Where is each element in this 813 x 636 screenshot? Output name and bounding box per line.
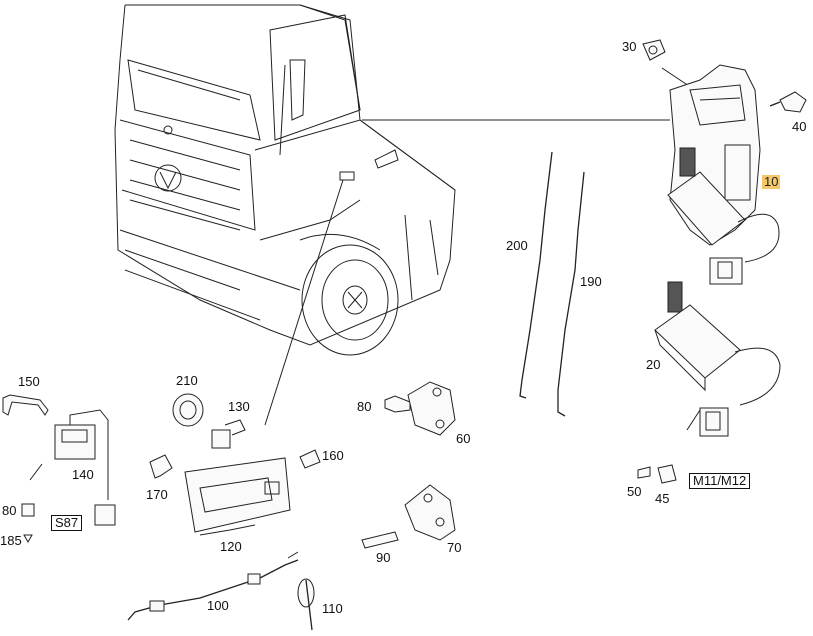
clip-130 [211,419,246,449]
callout-185: 185 [0,533,22,548]
plate-60 [407,381,456,436]
callout-120: 120 [220,539,242,554]
callout-30: 30 [622,39,637,54]
callout-20: 20 [646,357,661,372]
callout-40: 40 [792,119,807,134]
callout-80: 80 [357,399,372,414]
terminal-185 [23,534,33,544]
screw-160 [299,449,321,469]
rod-200 [519,151,553,399]
label-m11-m12: M11/M12 [689,473,751,489]
callout-140: 140 [72,467,94,482]
ring-110 [297,578,315,631]
callout-200: 200 [506,238,528,253]
clip-30 [642,39,666,61]
leader-cab-to-handle [264,179,344,426]
pin-50 [637,466,651,479]
bolt-80 [384,395,411,413]
callout-70: 70 [447,540,462,555]
screw-40 [769,91,807,113]
callout-160: 160 [322,448,344,463]
cable-100 [127,559,299,621]
relay-140 [54,409,116,526]
grommet-210 [172,393,204,427]
door-lock-unit [667,64,780,285]
callout-45: 45 [655,491,670,506]
bracket-150 [2,394,49,416]
callout-170: 170 [146,487,168,502]
callout-50: 50 [627,484,642,499]
hinge-70 [404,484,456,541]
connector-45 [657,464,677,484]
pin-90 [361,531,399,549]
callout-90: 90 [376,550,391,565]
actuator-20 [654,281,781,437]
door-handle-120 [184,457,291,536]
callout-190: 190 [580,274,602,289]
callout-110: 110 [322,601,343,616]
callout-10: 10 [762,174,781,189]
label-s87: S87 [51,515,83,531]
callout-210: 210 [176,373,198,388]
callout-60: 60 [456,431,471,446]
callout-150: 150 [18,374,40,389]
callout-130: 130 [228,399,250,414]
leader-140 [29,463,43,481]
callout-100: 100 [207,598,229,613]
screw-170 [149,454,173,479]
terminal-80-left [21,503,35,517]
rod-190 [557,171,585,417]
callout-80-left: 80 [2,503,17,518]
truck-cab-illustration [114,4,456,356]
